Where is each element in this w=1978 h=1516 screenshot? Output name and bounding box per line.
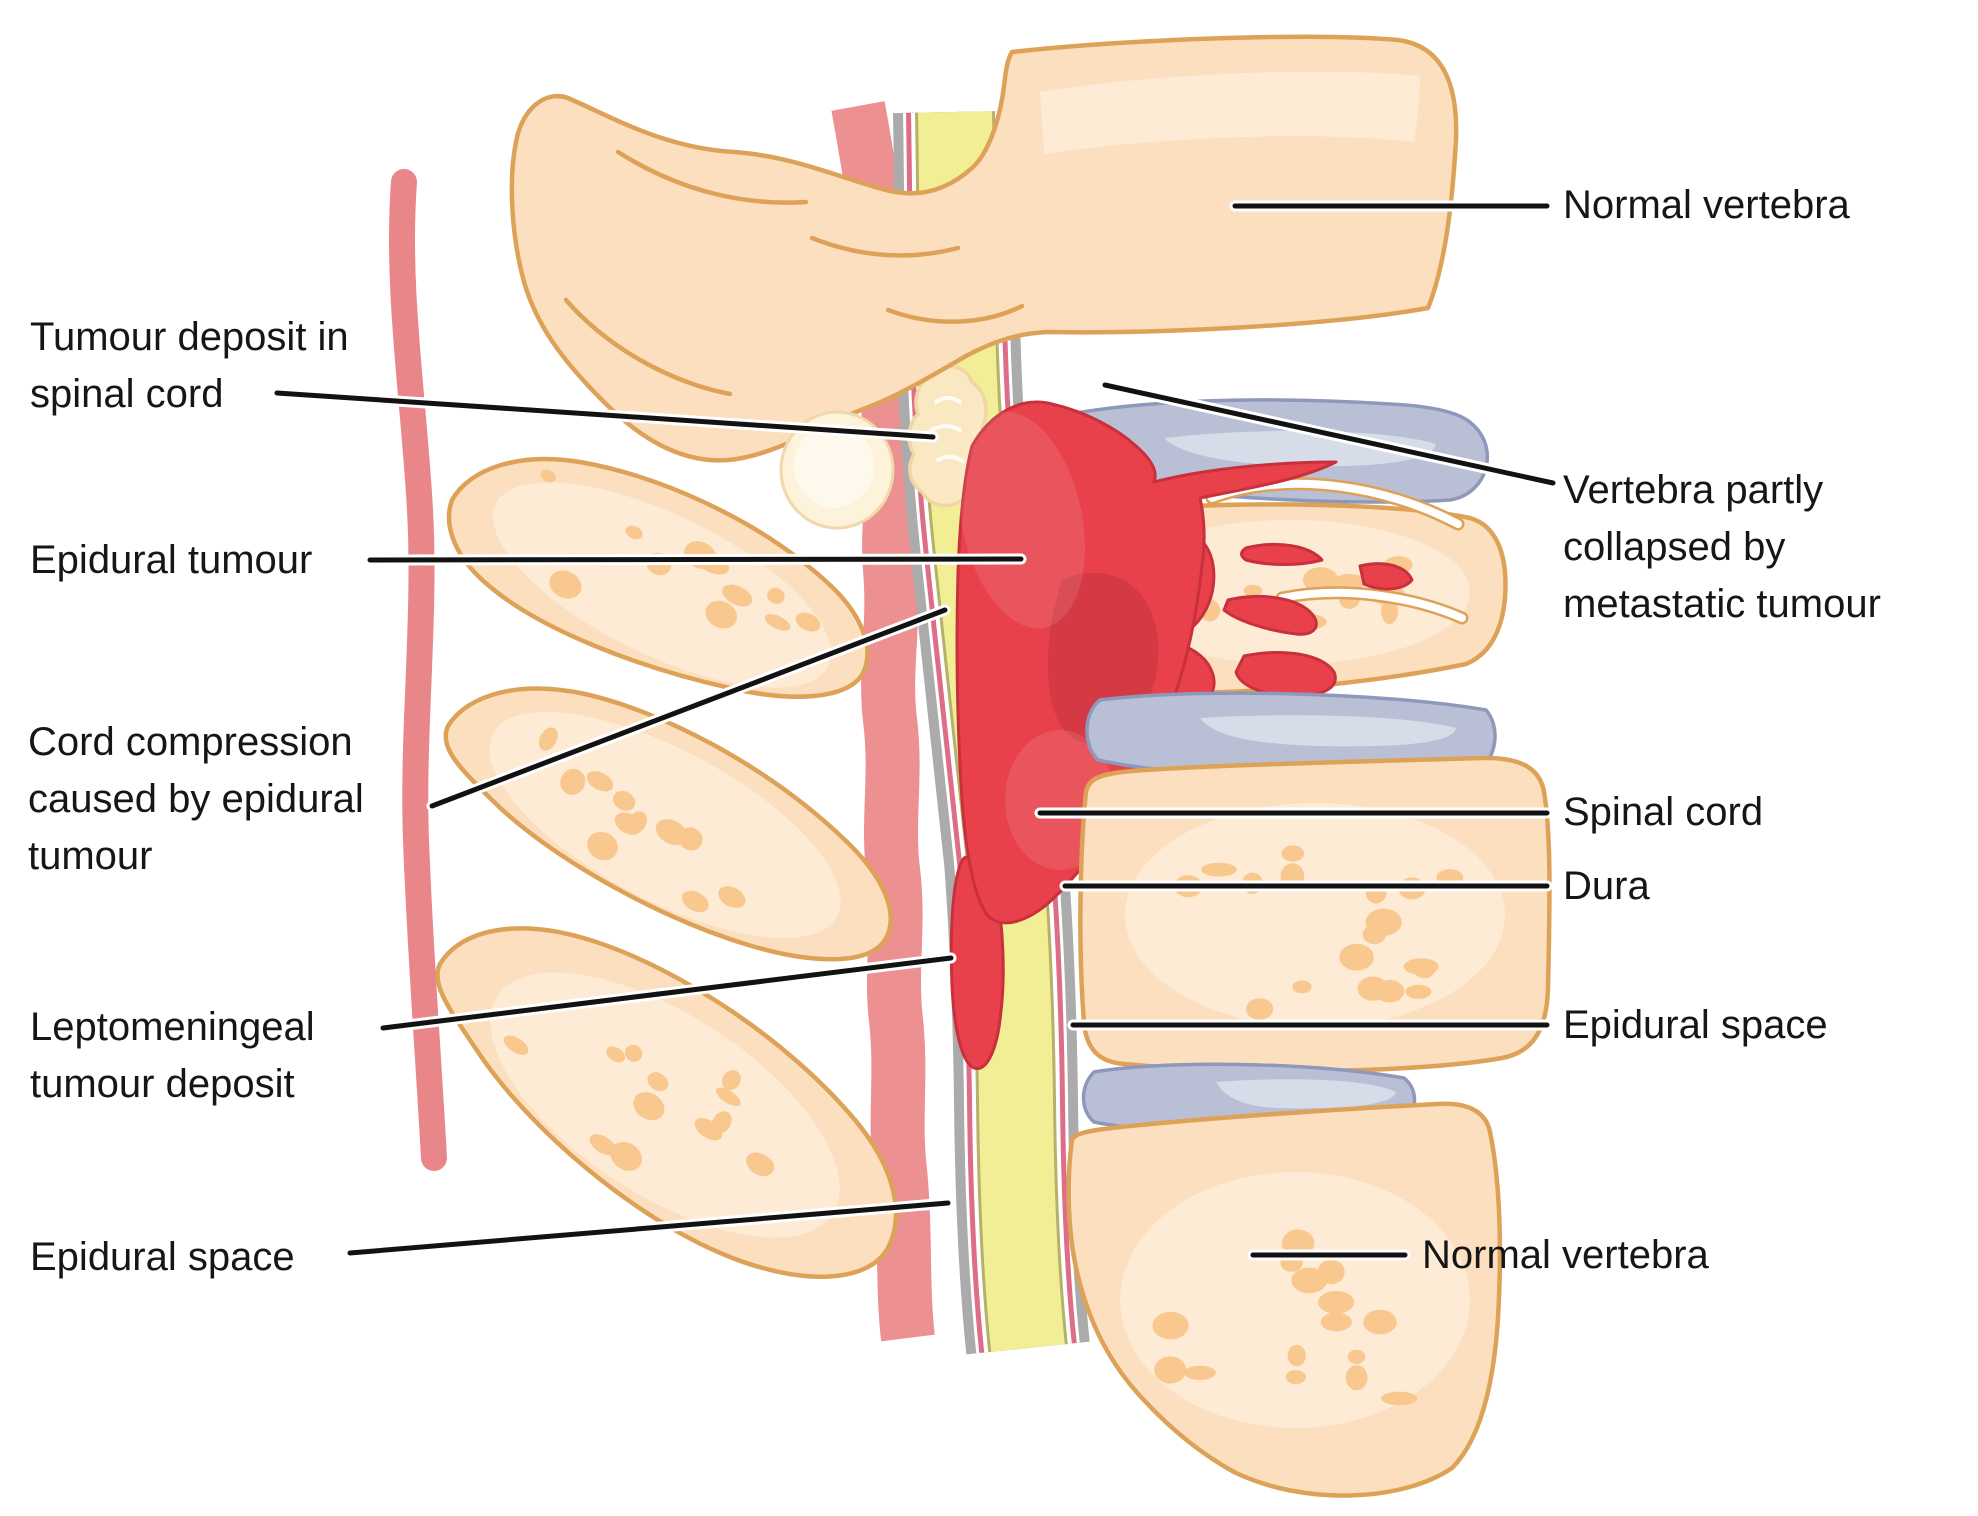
bone-speckle	[606, 1046, 625, 1063]
middle-vertebra	[1078, 755, 1552, 1074]
bone-speckle	[764, 614, 791, 631]
bone-speckle	[1347, 1349, 1366, 1364]
tumour-deposit-in-spinal-cord-leader	[274, 390, 936, 440]
bone-speckle	[587, 831, 618, 861]
bone-speckle	[1281, 845, 1305, 862]
bone-speckle	[589, 1134, 617, 1156]
bone-speckle	[1243, 584, 1263, 597]
bone-speckle	[549, 570, 582, 599]
bone-speckle	[1405, 984, 1432, 999]
top-vertebra	[509, 34, 1459, 463]
speckle-cluster	[538, 727, 746, 913]
bone-speckle	[1287, 1344, 1306, 1367]
epidural-tumour-leader	[367, 556, 1024, 563]
bone-speckle	[538, 727, 558, 751]
bone-speckle	[540, 469, 556, 483]
bone-speckle	[612, 790, 636, 811]
bone-speckle	[1403, 958, 1439, 975]
bone-speckle	[1339, 943, 1374, 971]
bone-speckle	[1201, 862, 1237, 877]
bone-speckle	[1378, 911, 1400, 924]
bone-speckle	[1357, 976, 1388, 1001]
epidural-space-left-leader	[347, 1200, 951, 1256]
bone-speckle	[1154, 1356, 1187, 1384]
speckle-cluster	[503, 1035, 775, 1177]
bone-speckle	[715, 1087, 741, 1106]
bone-speckle	[1333, 573, 1366, 591]
bone-speckle	[625, 525, 643, 540]
bone-speckle	[624, 1044, 643, 1062]
bone-speckle	[721, 1070, 741, 1091]
bone-speckle	[718, 886, 746, 909]
bone-speckle	[1320, 1312, 1353, 1332]
cord-compression-leader	[429, 607, 948, 809]
bottom-vertebra	[1066, 1101, 1503, 1498]
bone-speckle	[1184, 1365, 1216, 1381]
bone-speckle	[694, 1118, 723, 1141]
bone-speckle	[633, 1092, 665, 1121]
bone-speckle	[1285, 1370, 1307, 1385]
leptomeningeal-tumour-deposit-leader	[380, 955, 954, 1031]
bone-speckle	[722, 584, 753, 607]
bone-speckle	[627, 811, 647, 833]
bone-speckle	[681, 890, 709, 913]
bone-speckle	[1345, 1365, 1368, 1391]
bone-speckle	[1318, 1290, 1355, 1314]
bone-speckle	[795, 612, 821, 632]
leader-lines	[271, 200, 1559, 1261]
bone-speckle	[503, 1035, 529, 1055]
bone-speckle	[767, 587, 785, 605]
bone-speckles-left	[503, 469, 821, 1177]
bone-speckle	[1317, 1259, 1345, 1285]
vertebra-partly-collapsed-leader	[1102, 382, 1556, 486]
bone-speckle	[1363, 1309, 1397, 1335]
bone-speckle	[746, 1152, 774, 1177]
facet-joint	[779, 410, 895, 530]
bone-speckle	[1246, 998, 1274, 1020]
bone-speckle	[705, 600, 738, 629]
bone-speckle	[1303, 567, 1339, 593]
bone-speckle	[1292, 980, 1312, 994]
bone-speckle	[610, 1141, 642, 1171]
bone-speckle	[678, 827, 703, 851]
bone-speckle	[1381, 1391, 1418, 1406]
vertebral-artery	[389, 169, 447, 1171]
spinous-process-upper	[446, 456, 870, 699]
bone-speckle	[1152, 1311, 1189, 1340]
bone-speckle	[586, 771, 614, 792]
bone-speckle	[560, 768, 586, 795]
bone-speckle	[1284, 1229, 1310, 1248]
bone-speckle	[647, 1072, 669, 1092]
bone-speckle	[1362, 924, 1387, 945]
